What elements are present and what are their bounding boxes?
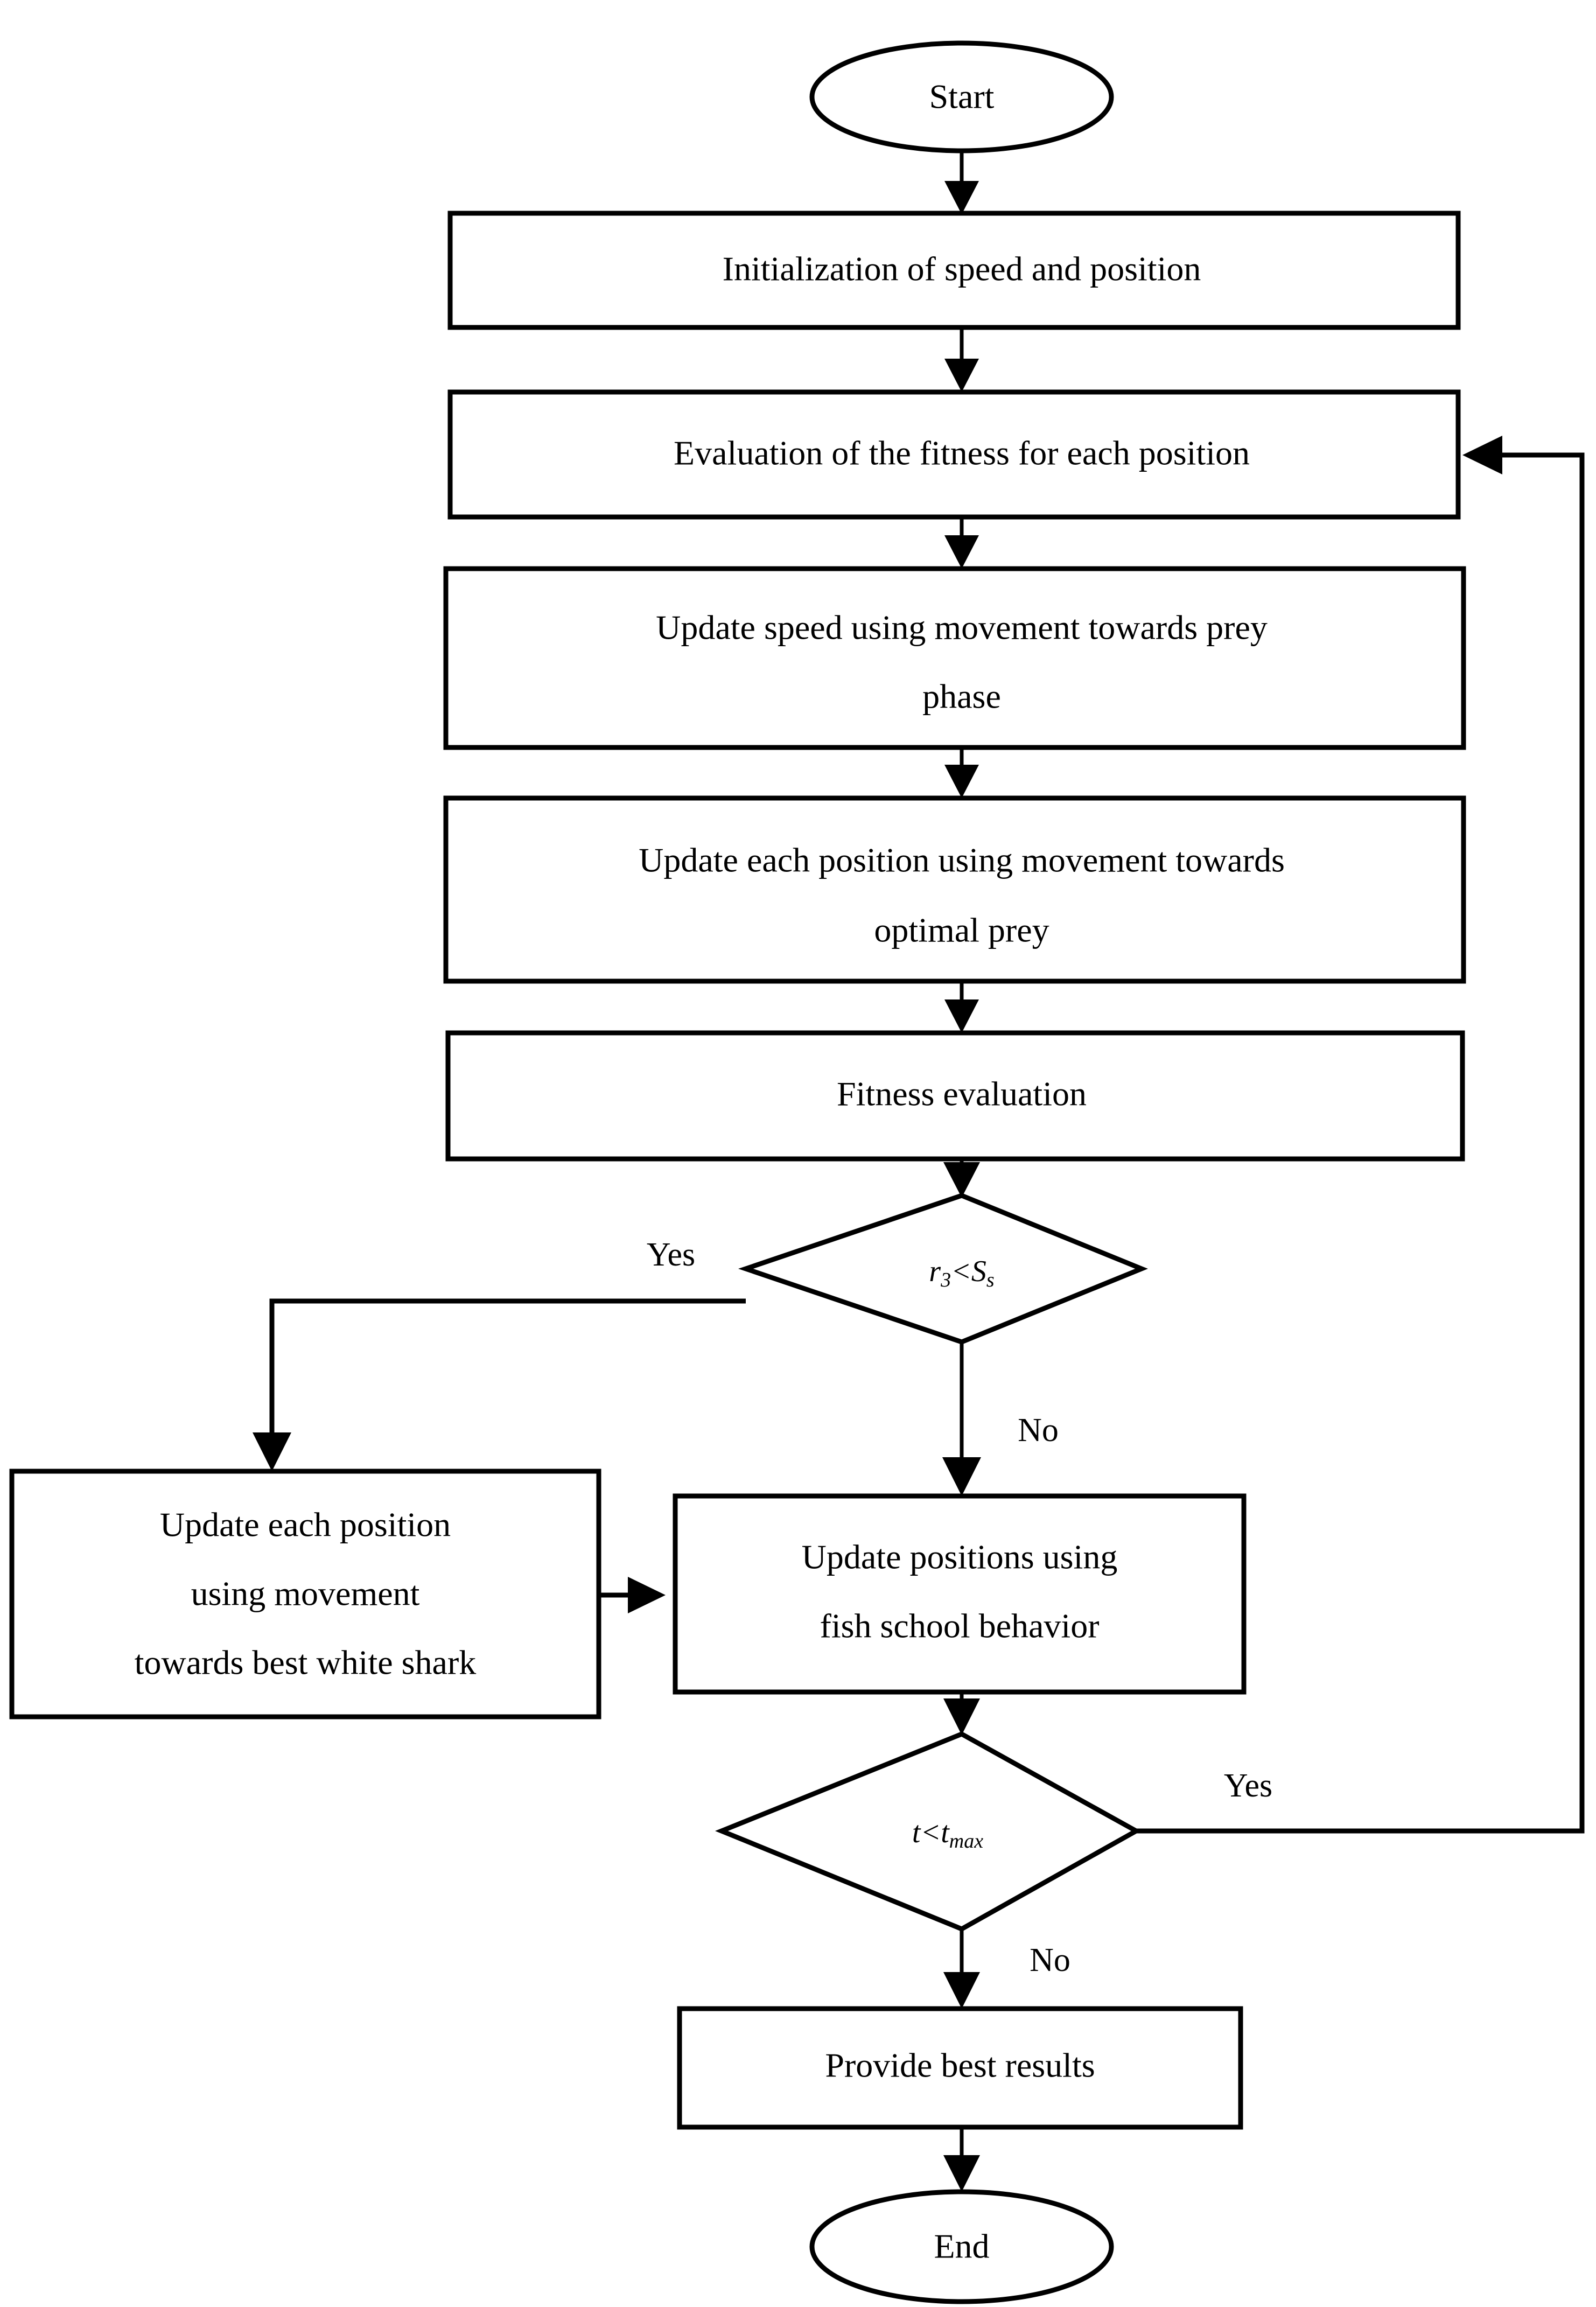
node-fitness-evaluation-label: Fitness evaluation xyxy=(837,1075,1087,1113)
edge-update-speed-to-update-position xyxy=(944,747,979,798)
node-update-speed-line1: Update speed using movement towards prey xyxy=(656,609,1268,647)
node-update-speed-line2: phase xyxy=(922,677,1001,716)
node-evaluate-fitness[interactable]: Evaluation of the fitness for each posit… xyxy=(447,389,1461,520)
edge-label-rs-yes: Yes xyxy=(647,1236,695,1273)
edge-decision-t-yes-to-evaluate xyxy=(1136,436,1585,1834)
cond-var: r xyxy=(929,1255,941,1288)
node-initialization[interactable]: Initialization of speed and position xyxy=(447,211,1461,330)
node-end[interactable]: End xyxy=(809,2189,1114,2304)
node-update-position-line2: optimal prey xyxy=(874,911,1049,949)
node-decision-t-tmax[interactable]: t<tmax xyxy=(715,1731,1142,1932)
cond-t-rhs: t xyxy=(941,1816,950,1849)
node-fitness-evaluation[interactable]: Fitness evaluation xyxy=(445,1030,1465,1162)
node-best-white-shark-line3: towards best white shark xyxy=(135,1644,477,1682)
node-fish-school-line1: Update positions using xyxy=(802,1538,1118,1576)
node-decision-t-tmax-label: t<tmax xyxy=(912,1816,983,1852)
node-end-label: End xyxy=(934,2227,989,2266)
node-decision-r3-ss-label: r3<Ss xyxy=(929,1255,994,1291)
edge-update-position-to-fitness-eval xyxy=(944,981,979,1033)
edge-best-shark-to-fish-school xyxy=(599,1577,666,1613)
edge-label-t-yes: Yes xyxy=(1224,1767,1272,1804)
edge-decision-rs-yes-to-best-shark xyxy=(253,1298,746,1471)
node-fish-school[interactable]: Update positions using fish school behav… xyxy=(673,1493,1247,1695)
edge-start-to-init xyxy=(944,151,979,214)
edge-fitness-eval-to-decision-rs xyxy=(943,1159,980,1198)
cond-t-rhs-sub: max xyxy=(949,1830,983,1852)
node-update-position[interactable]: Update each position using movement towa… xyxy=(443,795,1466,984)
node-provide-best-results[interactable]: Provide best results xyxy=(677,2006,1243,2130)
cond-t-op: < xyxy=(920,1816,941,1849)
edge-label-t-no: No xyxy=(1030,1942,1070,1979)
edge-init-to-evaluate xyxy=(944,327,979,392)
node-best-white-shark-line2: using movement xyxy=(191,1575,420,1613)
edge-evaluate-to-update-speed xyxy=(944,517,979,569)
node-update-speed[interactable]: Update speed using movement towards prey… xyxy=(443,566,1466,750)
edge-decision-rs-no-to-fish-school xyxy=(942,1342,981,1496)
node-provide-best-results-label: Provide best results xyxy=(825,2046,1095,2085)
node-best-white-shark[interactable]: Update each position using movement towa… xyxy=(9,1469,601,1719)
node-fish-school-line2: fish school behavior xyxy=(820,1607,1100,1645)
edge-fish-school-to-decision-t xyxy=(943,1692,980,1735)
edge-results-to-end xyxy=(943,2127,980,2192)
node-initialization-label: Initialization of speed and position xyxy=(723,250,1201,288)
node-decision-r3-ss[interactable]: r3<Ss xyxy=(738,1193,1148,1345)
cond-rhs: S xyxy=(971,1255,986,1288)
cond-rhs-sub: s xyxy=(986,1269,995,1291)
node-start[interactable]: Start xyxy=(809,40,1114,153)
edge-label-rs-no: No xyxy=(1018,1412,1059,1449)
edge-decision-t-no-to-results xyxy=(943,1929,980,2009)
node-best-white-shark-line1: Update each position xyxy=(160,1506,451,1544)
cond-op: < xyxy=(951,1255,971,1288)
node-evaluate-fitness-label: Evaluation of the fitness for each posit… xyxy=(674,434,1250,472)
node-start-label: Start xyxy=(929,78,995,116)
node-update-position-line1: Update each position using movement towa… xyxy=(639,841,1285,879)
cond-t-var: t xyxy=(912,1816,921,1849)
cond-var-sub: 3 xyxy=(940,1269,951,1291)
